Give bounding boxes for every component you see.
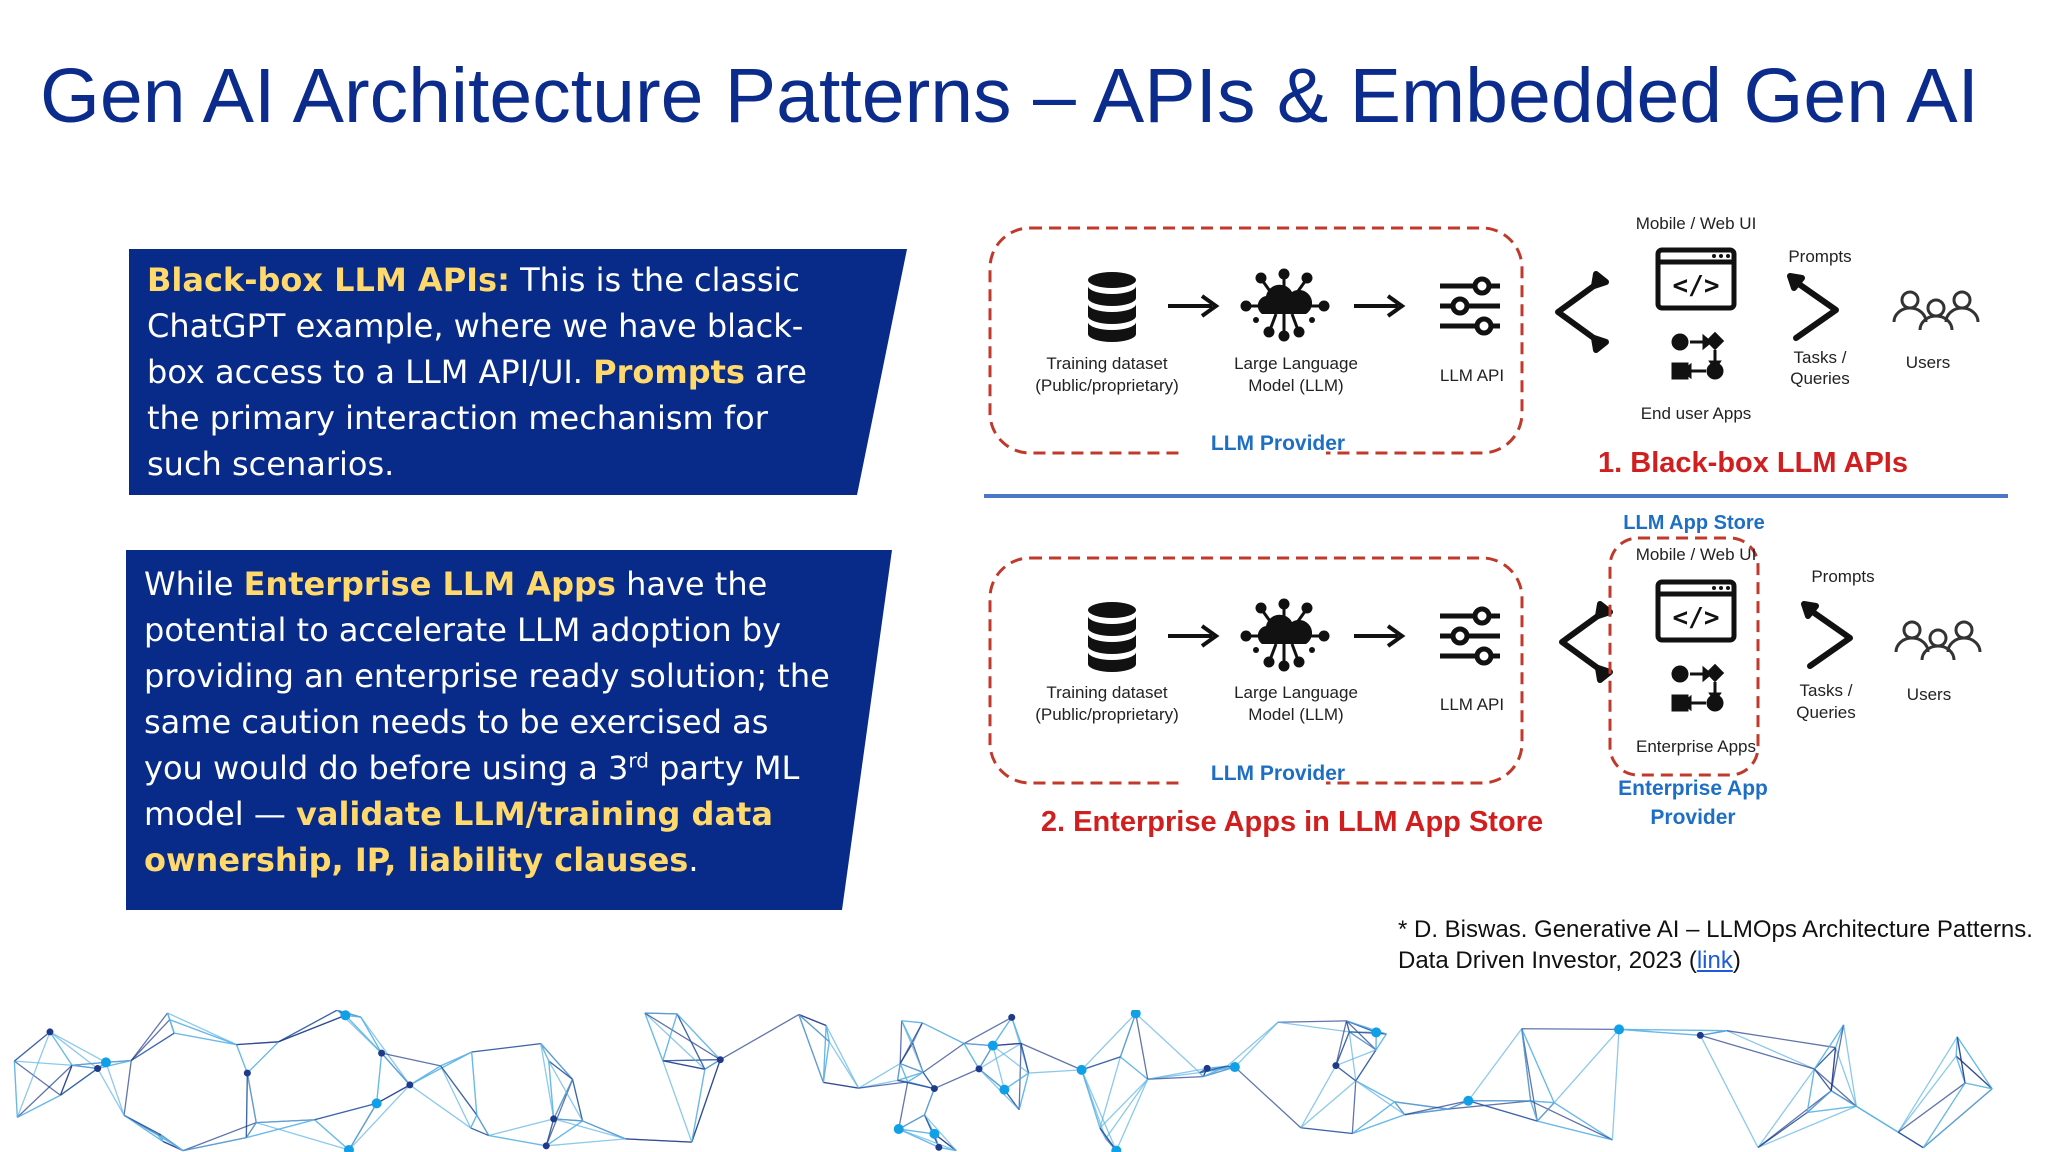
network-pattern-decoration xyxy=(13,1010,1993,1152)
prompts-highlight: Prompts xyxy=(593,353,745,391)
training-dataset-label: Training dataset xyxy=(1046,683,1168,702)
svg-text:Large Language: Large Language xyxy=(1234,683,1358,702)
tasks-label: Tasks / xyxy=(1800,681,1853,700)
arrow-right-icon xyxy=(1166,624,1218,648)
queries-label: Queries xyxy=(1790,369,1850,388)
panel-text-part: party ML model — xyxy=(144,749,800,833)
page-title: Gen AI Architecture Patterns – APIs & Em… xyxy=(40,53,1979,139)
citation-link[interactable]: link xyxy=(1696,947,1733,974)
prompts-label: Prompts xyxy=(1788,247,1851,266)
app-store-label: LLM App Store xyxy=(1623,512,1764,534)
svg-text:Queries: Queries xyxy=(1796,703,1856,722)
queries-label: Queries xyxy=(1796,703,1856,722)
panel-background xyxy=(129,249,907,495)
users-label: Users xyxy=(1907,685,1951,704)
llm-provider-label: LLM Provider xyxy=(1211,762,1345,785)
svg-text:Tasks /: Tasks / xyxy=(1800,681,1853,700)
users-label: Users xyxy=(1906,353,1950,372)
validate-highlight: validate LLM/training data ownership, IP… xyxy=(144,795,773,879)
svg-text:Queries: Queries xyxy=(1790,369,1850,388)
svg-text:Enterprise App: Enterprise App xyxy=(1618,777,1768,800)
training-dataset-sublabel: (Public/proprietary) xyxy=(1035,376,1179,395)
panel-background xyxy=(126,550,892,910)
enterprise-llm-apps-highlight: Enterprise LLM Apps xyxy=(243,565,616,603)
api-sliders-icon xyxy=(1440,279,1500,333)
svg-text:Provider: Provider xyxy=(1650,806,1735,829)
prompts-label: Prompts xyxy=(1811,567,1874,586)
citation: * D. Biswas. Generative AI – LLMOps Arch… xyxy=(1398,914,2048,976)
panel-text-part: are the primary interaction mechanism fo… xyxy=(147,353,807,483)
ui-label: Mobile / Web UI xyxy=(1636,545,1757,564)
llm-api-label: LLM API xyxy=(1440,366,1504,385)
database-icon xyxy=(1088,602,1136,672)
llm-provider-boundary xyxy=(988,226,1524,455)
database-icon xyxy=(1088,272,1136,342)
panel-text: Black-box LLM APIs: This is the classic … xyxy=(147,257,807,487)
arrow-right-icon xyxy=(1352,624,1404,648)
llm-sublabel: Model (LLM) xyxy=(1248,705,1343,724)
panel-text-part: This is the classic ChatGPT example, whe… xyxy=(147,261,804,391)
diagram-caption: 1. Black-box LLM APIs xyxy=(1598,447,1908,479)
svg-text:Tasks /: Tasks / xyxy=(1794,348,1847,367)
svg-text:Large Language: Large Language xyxy=(1234,354,1358,373)
svg-text:Model (LLM): Model (LLM) xyxy=(1248,705,1343,724)
users-icon xyxy=(1894,620,1982,662)
svg-text:Training dataset: Training dataset xyxy=(1046,683,1168,702)
enterprise-app-provider-label: Enterprise App xyxy=(1618,777,1768,800)
black-box-api-panel: Black-box LLM APIs: This is the classic … xyxy=(127,247,909,497)
panel-text-part: While xyxy=(144,565,244,603)
citation-text: * D. Biswas. Generative AI – LLMOps Arch… xyxy=(1398,916,2033,974)
svg-text:(Public/proprietary): (Public/proprietary) xyxy=(1035,376,1179,395)
svg-text:(Public/proprietary): (Public/proprietary) xyxy=(1035,705,1179,724)
code-window-icon xyxy=(1658,250,1734,308)
diagram-black-box: Training dataset (Public/proprietary) La… xyxy=(988,214,1980,479)
api-sliders-icon xyxy=(1440,609,1500,663)
bidirectional-arrow-icon xyxy=(1558,274,1606,350)
llm-brain-icon xyxy=(1240,268,1330,342)
llm-label: Large Language xyxy=(1234,683,1358,702)
prompt-arrow-icon xyxy=(1804,604,1850,666)
app-store-boundary xyxy=(1608,536,1760,777)
diagram-caption: 2. Enterprise Apps in LLM App Store xyxy=(1041,806,1543,838)
diagram-enterprise-apps: Training dataset (Public/proprietary) La… xyxy=(988,512,1982,838)
llm-provider-label: LLM Provider xyxy=(1211,432,1345,455)
enterprise-apps-label: Enterprise Apps xyxy=(1636,737,1756,756)
arrow-right-icon xyxy=(1352,294,1404,318)
prompt-arrow-icon xyxy=(1790,276,1836,338)
citation-close: ) xyxy=(1732,947,1741,974)
panel-text: While Enterprise LLM Apps have the poten… xyxy=(144,561,834,883)
enterprise-app-provider-sublabel: Provider xyxy=(1650,806,1735,829)
bidirectional-arrow-icon xyxy=(1562,604,1610,680)
llm-provider-boundary xyxy=(988,556,1524,785)
ui-label: Mobile / Web UI xyxy=(1636,214,1757,233)
llm-label: Large Language xyxy=(1234,354,1358,373)
code-window-icon xyxy=(1658,582,1734,640)
arrow-right-icon xyxy=(1166,294,1218,318)
apps-flow-icon xyxy=(1671,332,1724,380)
svg-text:Model (LLM): Model (LLM) xyxy=(1248,376,1343,395)
architecture-diagram: </> xyxy=(980,210,2020,850)
training-dataset-sublabel: (Public/proprietary) xyxy=(1035,705,1179,724)
llm-brain-icon xyxy=(1240,598,1330,672)
llm-sublabel: Model (LLM) xyxy=(1248,376,1343,395)
panel-label: Black-box LLM APIs: xyxy=(147,261,510,299)
llm-api-label: LLM API xyxy=(1440,695,1504,714)
svg-text:Training dataset: Training dataset xyxy=(1046,354,1168,373)
enterprise-apps-panel: While Enterprise LLM Apps have the poten… xyxy=(124,548,894,914)
users-icon xyxy=(1892,290,1980,332)
end-user-apps-label: End user Apps xyxy=(1641,404,1752,423)
panel-text-part: . xyxy=(688,841,699,879)
tasks-label: Tasks / xyxy=(1794,348,1847,367)
apps-flow-icon xyxy=(1671,664,1724,712)
training-dataset-label: Training dataset xyxy=(1046,354,1168,373)
ordinal-suffix: rd xyxy=(628,748,649,773)
panel-text-part: have the potential to accelerate LLM ado… xyxy=(144,565,830,787)
